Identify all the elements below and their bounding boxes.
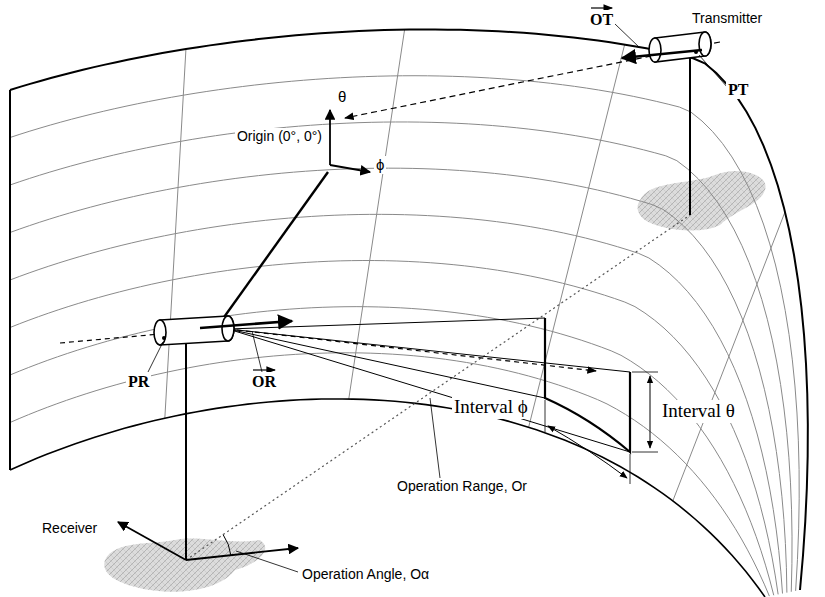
receiver <box>430 398 440 478</box>
receiver <box>200 321 292 328</box>
transmitter <box>699 32 711 56</box>
receiver <box>160 316 234 345</box>
receiver <box>118 522 186 560</box>
interval-patch <box>545 318 658 484</box>
vector-arrow <box>253 8 612 370</box>
grid-line <box>10 307 774 596</box>
transmitter <box>694 50 698 54</box>
dimension-label: Interval ϕ <box>452 396 530 419</box>
transmitter <box>345 42 720 118</box>
grid-line <box>10 76 799 591</box>
interval-patch <box>650 376 651 448</box>
axis-name: θ <box>336 88 348 106</box>
parameter-label: Operation Angle, Oα <box>300 566 431 583</box>
transmitter <box>615 24 640 48</box>
receiver <box>162 336 166 340</box>
ground-patch <box>104 171 765 592</box>
grid-line <box>165 49 186 418</box>
point-symbol: PR <box>126 372 151 391</box>
receiver <box>186 548 298 560</box>
receiver <box>222 316 234 341</box>
interval-patch <box>545 400 546 432</box>
receiver-rays <box>228 329 596 371</box>
receiver-rays <box>228 329 630 372</box>
part-name: Transmitter <box>690 10 764 27</box>
transmitter <box>689 58 691 215</box>
parameter-label: Operation Range, Or <box>395 478 529 495</box>
receiver <box>154 320 166 345</box>
receiver <box>223 535 231 556</box>
transmitter <box>649 38 661 62</box>
grid-line <box>10 168 787 592</box>
receiver-rays <box>222 172 328 320</box>
receiver-rays <box>222 172 630 452</box>
receiver <box>60 316 440 572</box>
receiver-rays <box>228 329 630 452</box>
receiver <box>60 334 160 343</box>
interval-patch <box>630 454 631 484</box>
vector-arrow <box>253 369 275 370</box>
receiver <box>148 342 163 372</box>
vector-arrow <box>591 7 612 8</box>
axis-name: ϕ <box>374 156 386 174</box>
origin-axes <box>330 110 370 172</box>
interval-patch <box>548 426 627 478</box>
surface-edge <box>10 29 808 590</box>
surface-edge <box>10 399 765 597</box>
receiver <box>185 343 187 560</box>
surface-edge <box>9 90 11 470</box>
part-name: Receiver <box>40 520 99 537</box>
origin-axes <box>330 165 370 172</box>
receiver-rays <box>228 329 545 398</box>
dimension-label: Interval θ <box>660 400 737 423</box>
origin-axes <box>329 110 331 165</box>
origin-label: Origin (0°, 0°) <box>235 128 324 145</box>
grid-line <box>10 122 792 592</box>
grid-line <box>673 212 785 501</box>
vector-symbol: OR <box>250 372 278 391</box>
transmitter <box>622 50 702 58</box>
point-symbol: PT <box>726 80 750 99</box>
receiver <box>252 331 262 372</box>
ground-patch <box>104 539 265 592</box>
receiver <box>236 551 298 572</box>
interval-patch <box>632 372 658 373</box>
cylindrical-surface <box>10 29 808 597</box>
interval-patch <box>632 452 658 453</box>
transmitter <box>345 24 728 215</box>
ground-patch <box>638 171 766 230</box>
grid-line <box>10 214 783 593</box>
transmitter <box>655 32 711 62</box>
grid-line <box>10 353 769 596</box>
transmitter <box>699 55 728 88</box>
vector-symbol: OT <box>588 10 615 29</box>
